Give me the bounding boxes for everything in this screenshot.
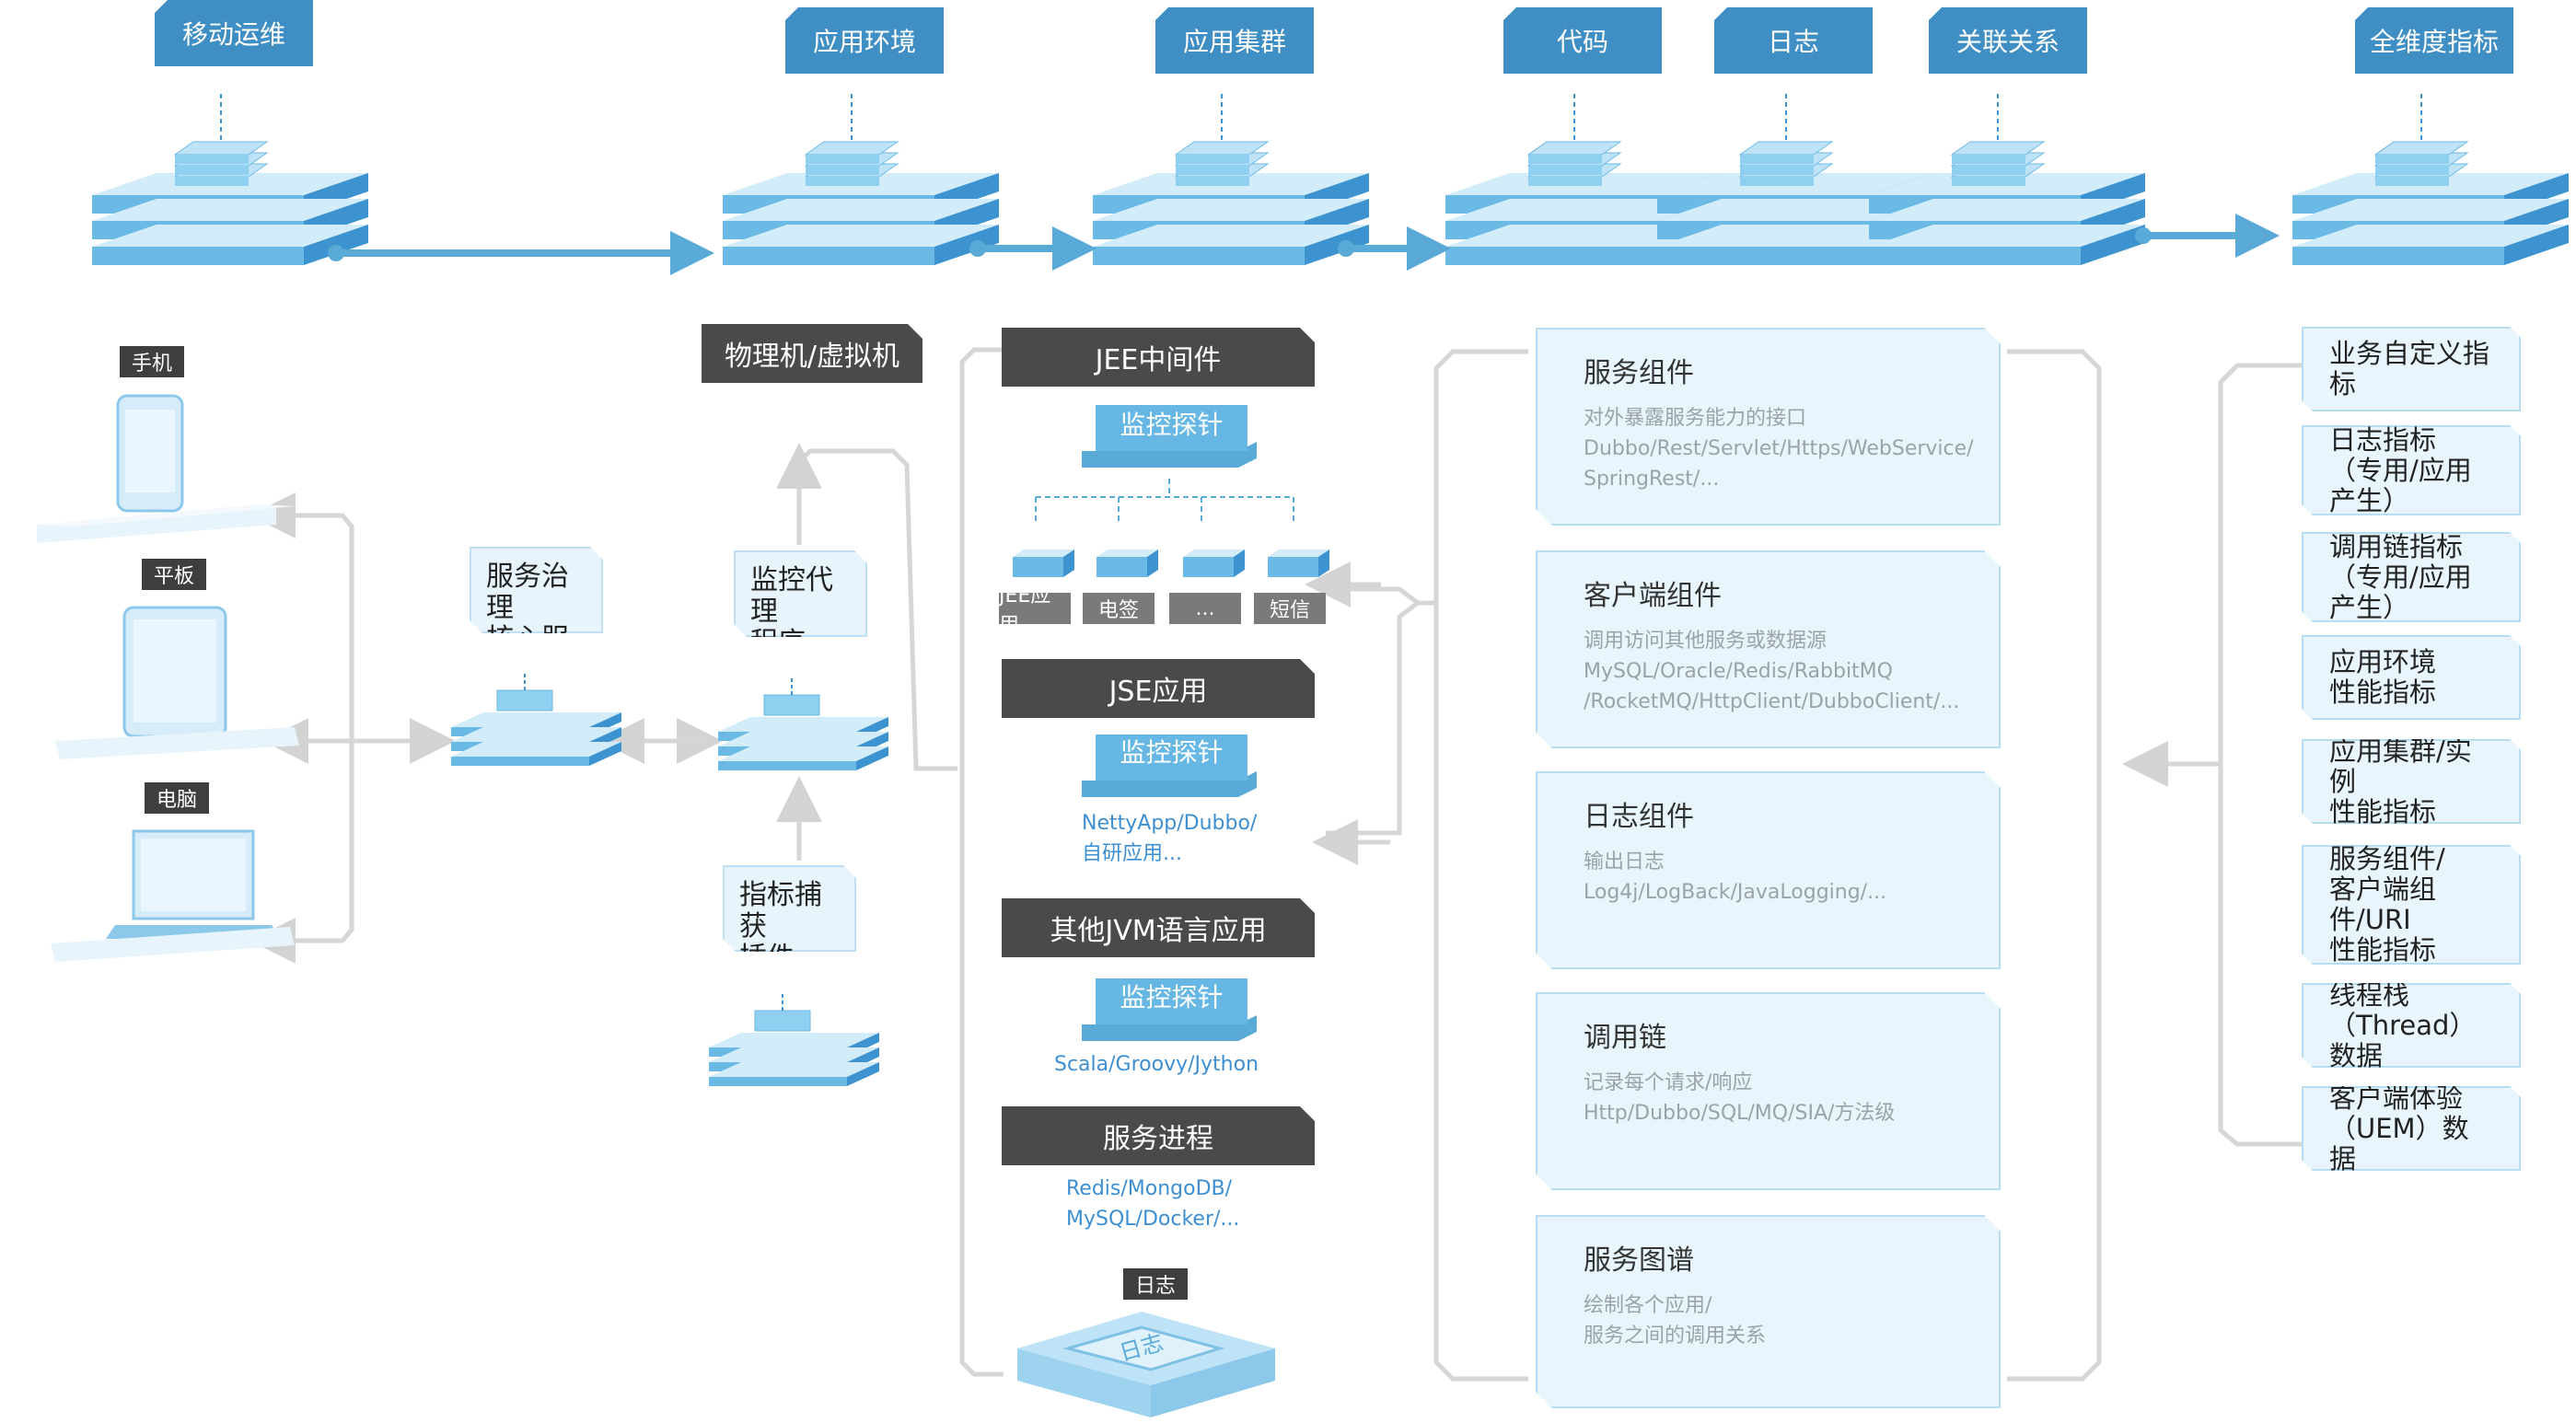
device-label-phone: 手机 (120, 346, 184, 377)
monitor-agent-stack-icon (718, 677, 888, 770)
component-0: 服务组件对外暴露服务能力的接口 Dubbo/Rest/Servlet/Https… (1536, 328, 2001, 526)
metric-1: 日志指标 （专用/应用产生） (2302, 425, 2521, 515)
jse-probe-label: 监控探针 (1120, 737, 1224, 768)
component-title: 服务图谱 (1584, 1244, 1694, 1277)
process-detail: Redis/MongoDB/ MySQL/Docker/... (1066, 1177, 1240, 1231)
jvm-probe-label: 监控探针 (1120, 982, 1224, 1012)
jee-probe-label: 监控探针 (1120, 410, 1224, 440)
source-service-process: 服务进程 (1002, 1106, 1315, 1165)
metric-4: 应用集群/实例 性能指标 (2302, 739, 2521, 824)
component-4: 服务图谱绘制各个应用/ 服务之间的调用关系 (1536, 1215, 2001, 1408)
computer-icon (51, 829, 295, 962)
tag-full-metrics: 全维度指标 (2355, 7, 2513, 74)
service-governance-box: 服务治理 核心服务 (470, 547, 603, 633)
jvm-detail: Scala/Groovy/Jython (1054, 1053, 1259, 1076)
jee-app-icon-0 (1013, 550, 1074, 577)
tag-mobile-ops: 移动运维 (155, 0, 313, 66)
component-title: 客户端组件 (1584, 580, 1722, 612)
stack-icon-6 (2292, 94, 2569, 265)
tablet-icon (55, 606, 299, 759)
component-desc: 记录每个请求/响应 Http/Dubbo/SQL/MQ/SIA/方法级 (1584, 1071, 1896, 1125)
jse-probe-icon (1082, 735, 1257, 797)
physical-vm-label: 物理机/虚拟机 (702, 324, 922, 383)
service-governance-stack-icon (451, 672, 621, 766)
phone-icon (37, 394, 295, 543)
top-flow-arrows (328, 214, 2280, 275)
tag-code: 代码 (1503, 7, 1662, 74)
jee-app-3: 短信 (1254, 593, 1326, 624)
stack-icon-2 (1093, 94, 1369, 265)
tag-log: 日志 (1714, 7, 1873, 74)
metric-3: 应用环境 性能指标 (2302, 635, 2521, 720)
component-1: 客户端组件调用访问其他服务或数据源 MySQL/Oracle/Redis/Rab… (1536, 550, 2001, 748)
metric-capture-stack-icon (709, 992, 879, 1086)
tag-app-cluster: 应用集群 (1155, 7, 1314, 74)
component-title: 日志组件 (1584, 801, 1694, 833)
metric-0: 业务自定义指标 (2302, 327, 2521, 411)
stack-icon-1 (723, 94, 999, 265)
stack-icon-0 (92, 94, 368, 265)
component-3: 调用链记录每个请求/响应 Http/Dubbo/SQL/MQ/SIA/方法级 (1536, 992, 2001, 1190)
stack-icon-5 (1869, 94, 2145, 265)
component-desc: 调用访问其他服务或数据源 MySQL/Oracle/Redis/RabbitMQ… (1584, 630, 1960, 713)
jee-app-icon-2 (1183, 550, 1245, 577)
device-label-tablet: 平板 (142, 559, 206, 590)
jee-app-icon-3 (1268, 550, 1329, 577)
source-other-jvm: 其他JVM语言应用 (1002, 898, 1315, 957)
log-icon: 日志 (1017, 1312, 1275, 1417)
metric-7: 客户端体验 （UEM）数据 (2302, 1086, 2521, 1171)
component-title: 服务组件 (1584, 357, 1694, 389)
source-jse: JSE应用 (1002, 659, 1315, 718)
component-desc: 绘制各个应用/ 服务之间的调用关系 (1584, 1294, 1767, 1348)
top-stacks (92, 94, 2569, 265)
jvm-probe-icon (1082, 978, 1257, 1041)
log-label: 日志 (1123, 1268, 1188, 1300)
component-desc: 对外暴露服务能力的接口 Dubbo/Rest/Servlet/Https/Web… (1584, 407, 1974, 491)
metric-6: 线程栈（Thread） 数据 (2302, 983, 2521, 1068)
tag-app-env: 应用环境 (785, 7, 944, 74)
jse-detail: NettyApp/Dubbo/ 自研应用... (1082, 812, 1258, 865)
jee-probe-icon (1082, 405, 1257, 468)
jee-app-icon-1 (1097, 550, 1158, 577)
connectors (249, 347, 2302, 1382)
component-2: 日志组件输出日志 Log4j/LogBack/JavaLogging/... (1536, 771, 2001, 969)
component-desc: 输出日志 Log4j/LogBack/JavaLogging/... (1584, 850, 1887, 904)
device-label-computer: 电脑 (145, 782, 209, 814)
component-title: 调用链 (1584, 1022, 1666, 1054)
jee-app-2: ... (1169, 593, 1241, 624)
jee-app-tree (1035, 479, 1294, 525)
monitor-agent-box: 监控代理 程序 (734, 550, 867, 637)
metric-5: 服务组件/ 客户端组件/URI 性能指标 (2302, 845, 2521, 965)
metric-2: 调用链指标 （专用/应用产生） (2302, 532, 2521, 622)
metric-capture-box: 指标捕获 插件 (723, 865, 856, 952)
source-jee-middleware: JEE中间件 (1002, 328, 1315, 387)
jee-app-1: 电签 (1083, 593, 1155, 624)
jee-app-0: JEE应用 (999, 584, 1071, 637)
tag-relations: 关联关系 (1929, 7, 2087, 74)
